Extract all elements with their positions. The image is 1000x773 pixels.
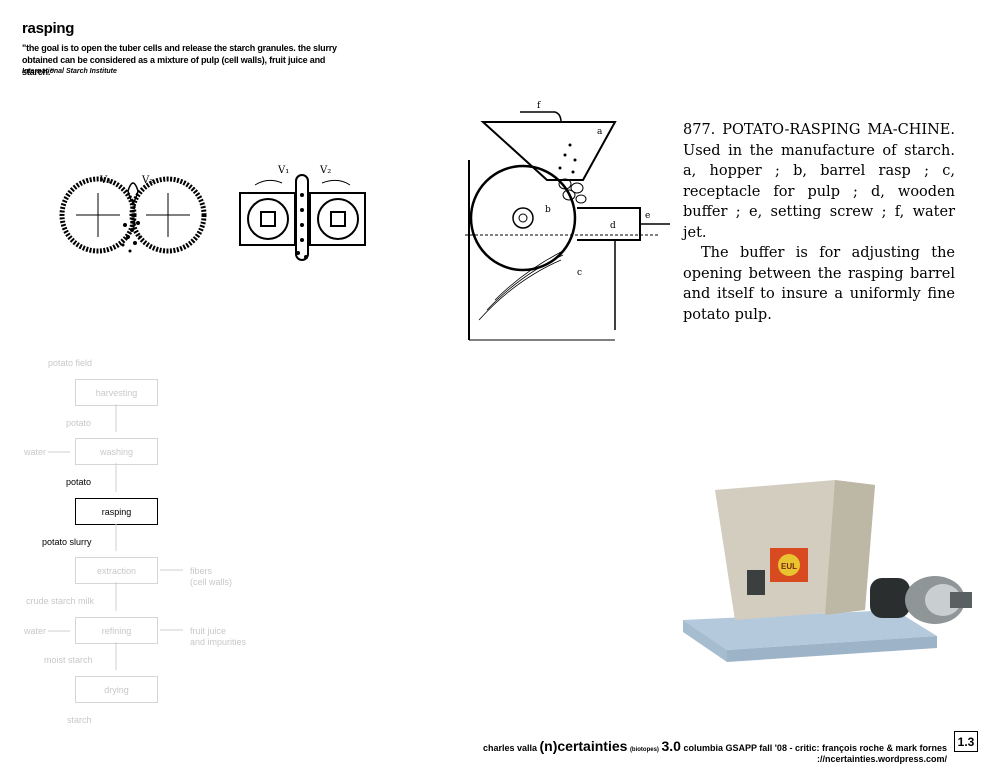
footer-url: ://ncertainties.wordpress.com/	[816, 754, 947, 764]
machine-label-c: c	[577, 268, 582, 278]
flow-input-water-2: water	[24, 626, 47, 636]
machine-label-b: b	[545, 205, 551, 215]
flow-label-moist-starch: moist starch	[44, 655, 93, 665]
flow-input-water-1: water	[24, 447, 47, 457]
footer-tag: (biotopes)	[629, 747, 659, 753]
footer-author: charles valla	[482, 743, 537, 753]
drum-label-v1: V₁	[99, 175, 111, 186]
footer-credits: charles valla (n)certainties (biotopes) …	[483, 738, 947, 754]
flow-label-potato-slurry: potato slurry	[42, 537, 92, 547]
flow-output-fibers: fibers (cell walls)	[190, 566, 233, 587]
footer-version: 3.0	[661, 738, 681, 754]
machine-label-d: d	[610, 221, 616, 231]
flow-label-crude-starch-milk: crude starch milk	[26, 596, 95, 606]
flow-label-starch: starch	[67, 715, 92, 725]
flow-box-drying: drying	[75, 676, 158, 703]
rasping-machine-drawing: f a b c d e	[465, 101, 670, 341]
drum-label-v2: V₂	[141, 175, 153, 186]
quote-source: International Starch Institute	[22, 68, 117, 75]
drum-label-v2b: V₂	[319, 165, 331, 176]
photo-badge: EUL	[781, 562, 797, 571]
drum-label-v1b: V₁	[277, 165, 289, 176]
machine-label-a: a	[597, 127, 603, 137]
rasping-drums-drawing: V₁ V₂ V₁ V₂	[59, 165, 366, 261]
entry-paragraph-1: 877. POTATO-RASPING MA-CHINE. Used in th…	[683, 122, 955, 241]
page-title: rasping	[22, 20, 75, 37]
flow-output-fruit-juice: fruit juice and impurities	[190, 626, 247, 647]
machine-label-e: e	[645, 211, 650, 221]
flow-label-potato-field: potato field	[48, 358, 93, 368]
flowchart-arrows	[48, 404, 183, 670]
dictionary-entry: 877. POTATO-RASPING MA-CHINE. Used in th…	[683, 120, 955, 325]
flow-label-potato: potato	[66, 418, 92, 428]
entry-paragraph-2: The buffer is for adjusting the opening …	[683, 245, 955, 323]
rasping-machine-photo: EUL	[683, 480, 972, 662]
machine-label-f: f	[537, 101, 541, 111]
quote-text: "the goal is to open the tuber cells and…	[22, 43, 337, 77]
page-number: 1.3	[954, 731, 978, 752]
footer-project: (n)certainties	[539, 738, 628, 754]
flow-label-potato-active: potato	[66, 477, 92, 487]
footer-course: columbia GSAPP fall '08 - critic: franço…	[683, 743, 947, 753]
